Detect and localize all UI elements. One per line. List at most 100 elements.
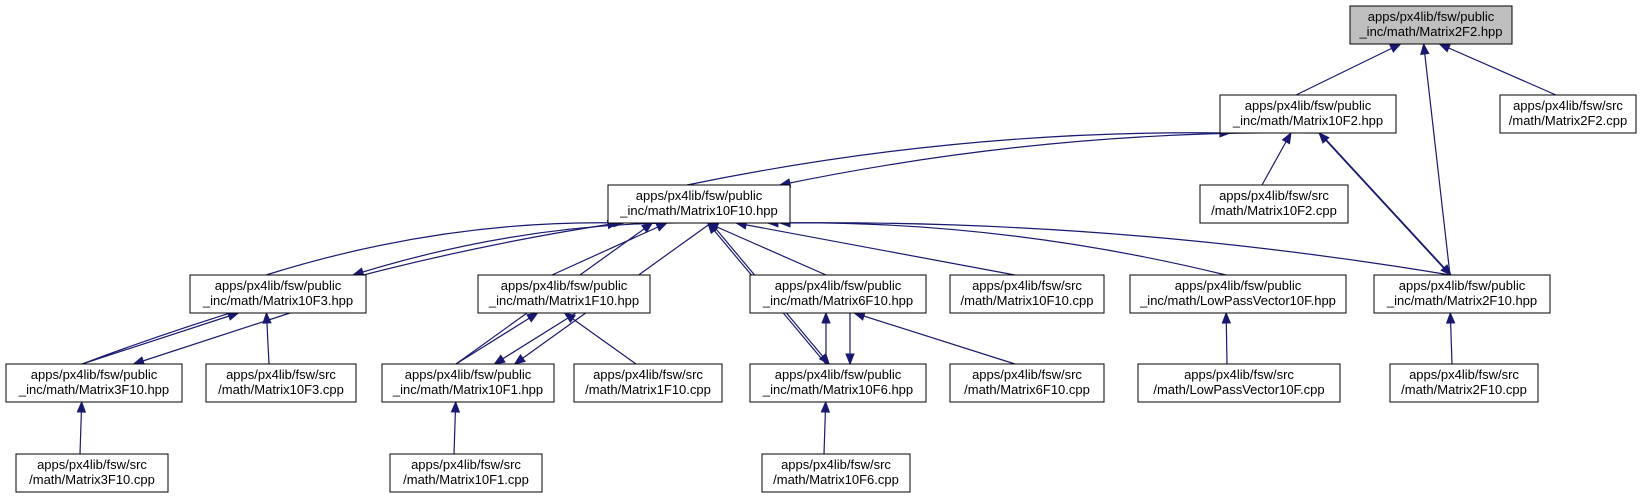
edge-line	[707, 222, 827, 276]
edge-line	[854, 312, 1016, 365]
node-m6f10h[interactable]: apps/px4lib/fsw/public_inc/math/Matrix6F…	[749, 274, 927, 314]
node-label-line: _inc/math/Matrix2F2.hpp	[1358, 24, 1502, 39]
edge-line	[551, 222, 667, 276]
node-label-line: apps/px4lib/fsw/public	[636, 188, 763, 203]
arrowhead-icon	[818, 352, 831, 366]
node-box	[1129, 274, 1347, 314]
arrowhead-icon	[493, 354, 506, 365]
node-box	[1137, 363, 1341, 403]
dependency-edge-m10f10h-to-m10f2h	[686, 128, 1232, 186]
edge-line	[767, 222, 1227, 276]
node-m2f2c[interactable]: apps/px4lib/fsw/src/math/Matrix2F2.cpp	[1499, 94, 1637, 134]
node-label-line: apps/px4lib/fsw/public	[1368, 9, 1495, 24]
node-label-line: apps/px4lib/fsw/public	[775, 367, 902, 382]
edge-line	[1295, 43, 1401, 96]
node-label-line: apps/px4lib/fsw/src	[1184, 367, 1294, 382]
node-label-line: apps/px4lib/fsw/src	[411, 457, 521, 472]
dependency-edge-m3f10h-to-m10f3h	[81, 311, 240, 365]
node-label-line: apps/px4lib/fsw/public	[405, 367, 532, 382]
edge-line	[686, 132, 1231, 186]
arrowhead-icon	[641, 222, 654, 233]
node-label-line: /math/Matrix1F10.cpp	[585, 382, 711, 397]
node-m10f6h[interactable]: apps/px4lib/fsw/public_inc/math/Matrix10…	[749, 363, 927, 403]
edge-line	[352, 222, 712, 276]
node-box	[1389, 363, 1539, 403]
node-box	[1219, 94, 1397, 134]
node-m10f1c[interactable]: apps/px4lib/fsw/src/math/Matrix10F1.cpp	[389, 453, 543, 493]
edge-line	[265, 222, 624, 276]
edge-line	[1423, 43, 1451, 276]
node-label-line: apps/px4lib/fsw/public	[1245, 98, 1372, 113]
node-box	[1499, 94, 1637, 134]
arrowhead-icon	[1221, 311, 1232, 324]
node-label-line: apps/px4lib/fsw/public	[775, 278, 902, 293]
node-box	[205, 363, 357, 403]
dependency-edge-m10f2h-to-m2f2h	[1295, 43, 1402, 96]
node-m3f10h[interactable]: apps/px4lib/fsw/public_inc/math/Matrix3F…	[5, 363, 183, 403]
node-box	[1199, 184, 1349, 224]
edge-line	[564, 312, 637, 365]
node-box	[15, 453, 169, 493]
node-lpv10fh[interactable]: apps/px4lib/fsw/public_inc/math/LowPassV…	[1129, 274, 1347, 314]
node-m10f10c[interactable]: apps/px4lib/fsw/src/math/Matrix10F10.cpp	[949, 274, 1105, 314]
dependency-edge-m10f6c-to-m10f6h	[820, 400, 831, 455]
node-label-line: /math/Matrix3F10.cpp	[29, 472, 155, 487]
node-m2f2h: apps/px4lib/fsw/public_inc/math/Matrix2F…	[1349, 5, 1513, 45]
node-m2f10h[interactable]: apps/px4lib/fsw/public_inc/math/Matrix2F…	[1373, 274, 1551, 314]
dependency-edge-m10f2h-to-m10f10h	[778, 132, 1321, 188]
node-box	[573, 363, 723, 403]
node-box	[607, 184, 791, 224]
node-box	[749, 274, 927, 314]
node-label-line: /math/Matrix10F2.cpp	[1211, 203, 1337, 218]
node-label-line: apps/px4lib/fsw/src	[972, 278, 1082, 293]
node-label-line: /math/Matrix10F3.cpp	[218, 382, 344, 397]
node-box	[389, 453, 543, 493]
node-label-line: _inc/math/Matrix1F10.hpp	[488, 293, 639, 308]
node-m1f10h[interactable]: apps/px4lib/fsw/public_inc/math/Matrix1F…	[477, 274, 651, 314]
edge-line	[779, 132, 1321, 186]
dependency-edge-m2f10c-to-m2f10h	[1445, 311, 1456, 365]
node-m10f3c[interactable]: apps/px4lib/fsw/src/math/Matrix10F3.cpp	[205, 363, 357, 403]
dependency-edge-m10f6h-to-m6f10h	[821, 311, 831, 365]
node-m10f10h[interactable]: apps/px4lib/fsw/public_inc/math/Matrix10…	[607, 184, 791, 224]
arrowhead-icon	[1389, 43, 1402, 53]
arrowhead-icon	[450, 400, 461, 413]
node-label-line: apps/px4lib/fsw/src	[1409, 367, 1519, 382]
arrowhead-icon	[655, 222, 668, 232]
node-label-line: apps/px4lib/fsw/public	[1399, 278, 1526, 293]
node-m10f3h[interactable]: apps/px4lib/fsw/public_inc/math/Matrix10…	[189, 274, 367, 314]
arrowhead-icon	[1420, 42, 1430, 55]
arrowhead-icon	[1438, 43, 1452, 53]
node-box	[5, 363, 183, 403]
node-box	[189, 274, 367, 314]
edge-line	[494, 312, 577, 365]
node-lpv10fc[interactable]: apps/px4lib/fsw/src/math/LowPassVector10…	[1137, 363, 1341, 403]
dependency-edge-m3f10c-to-m3f10h	[76, 400, 87, 455]
dependency-edge-m1f10h-to-m10f1h	[493, 312, 577, 365]
node-label-line: apps/px4lib/fsw/src	[226, 367, 336, 382]
arrowhead-icon	[1281, 131, 1292, 145]
node-label-line: apps/px4lib/fsw/public	[31, 367, 158, 382]
node-box	[1373, 274, 1551, 314]
node-m1f10c[interactable]: apps/px4lib/fsw/src/math/Matrix1F10.cpp	[573, 363, 723, 403]
node-box	[1349, 5, 1513, 45]
arrowhead-icon	[526, 312, 539, 323]
dependency-edge-m2f2c-to-m2f2h	[1438, 43, 1557, 96]
dependency-edge-m10f1h-to-m1f10h	[455, 312, 539, 365]
node-m10f2c[interactable]: apps/px4lib/fsw/src/math/Matrix10F2.cpp	[1199, 184, 1349, 224]
node-m2f10c[interactable]: apps/px4lib/fsw/src/math/Matrix2F10.cpp	[1389, 363, 1539, 403]
dependency-edge-m1f10c-to-m1f10h	[563, 312, 637, 365]
node-m10f6c[interactable]: apps/px4lib/fsw/src/math/Matrix10F6.cpp	[761, 453, 911, 493]
node-m10f1h[interactable]: apps/px4lib/fsw/public_inc/math/Matrix10…	[381, 363, 555, 403]
node-label-line: apps/px4lib/fsw/src	[1219, 188, 1329, 203]
node-m6f10c[interactable]: apps/px4lib/fsw/src/math/Matrix6F10.cpp	[949, 363, 1105, 403]
node-box	[949, 274, 1105, 314]
node-box	[381, 363, 555, 403]
node-label-line: apps/px4lib/fsw/src	[781, 457, 891, 472]
node-m3f10c[interactable]: apps/px4lib/fsw/src/math/Matrix3F10.cpp	[15, 453, 169, 493]
node-m10f2h[interactable]: apps/px4lib/fsw/public_inc/math/Matrix10…	[1219, 94, 1397, 134]
dependency-edge-lpv10fc-to-lpv10fh	[1221, 311, 1232, 365]
edge-line	[1318, 132, 1451, 276]
node-label-line: /math/Matrix10F10.cpp	[961, 293, 1094, 308]
node-label-line: _inc/math/Matrix2F10.hpp	[1386, 293, 1537, 308]
